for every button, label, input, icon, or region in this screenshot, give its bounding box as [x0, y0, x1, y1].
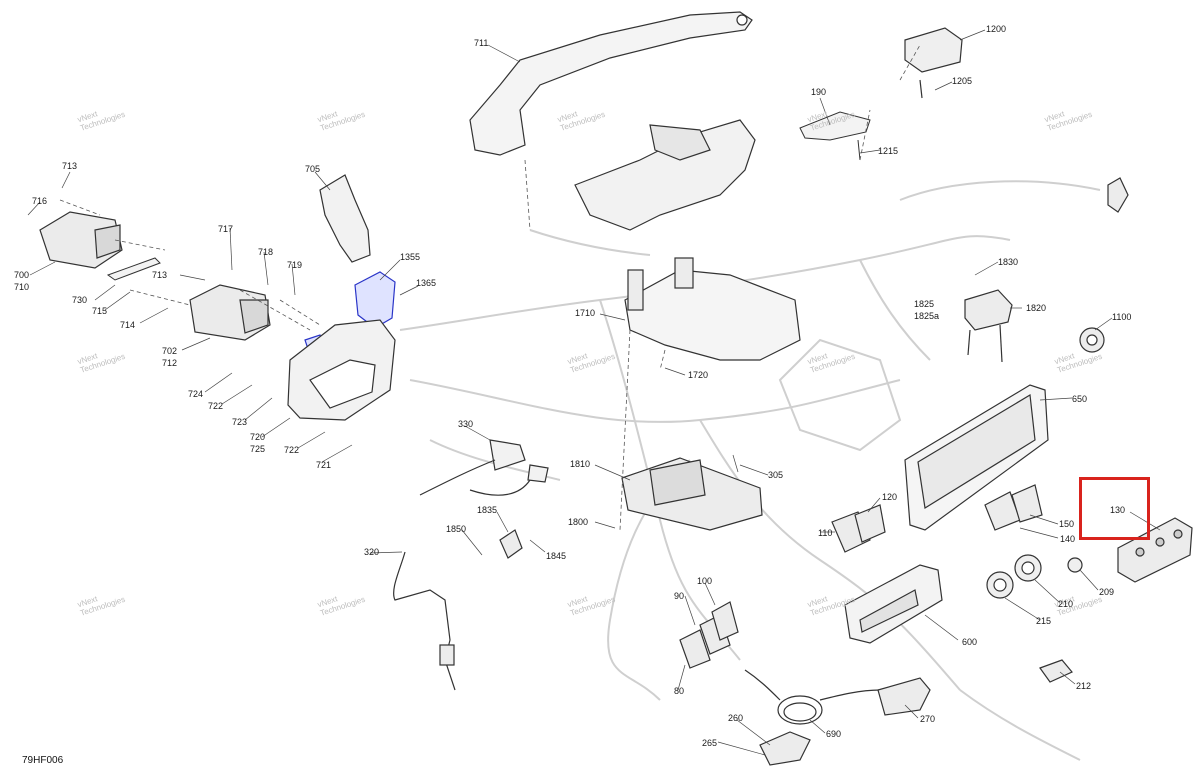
callout-700: 700 — [14, 270, 30, 280]
callout-110: 110 — [818, 528, 833, 538]
part-80-90-100-switches — [679, 601, 739, 669]
callout-713: 713 — [62, 161, 78, 171]
callout-711: 711 — [474, 38, 489, 48]
callout-720: 720 — [250, 432, 266, 442]
callout-650: 650 — [1072, 394, 1088, 404]
callout-1825a: 1825a — [914, 311, 940, 321]
callout-1355: 1355 — [400, 252, 421, 262]
callout-723: 723 — [232, 417, 248, 427]
callout-80: 80 — [674, 686, 685, 696]
part-600-gauge — [844, 564, 943, 644]
callout-265: 265 — [702, 738, 718, 748]
part-330-harness — [419, 439, 549, 496]
callout-1205: 1205 — [952, 76, 973, 86]
callout-722: 722 — [284, 445, 300, 455]
callout-330: 330 — [458, 419, 474, 429]
callout-702: 702 — [162, 346, 178, 356]
part-1710-plate — [624, 257, 801, 361]
callout-725: 725 — [250, 444, 266, 454]
part-1100-socket — [1079, 327, 1105, 353]
callout-150: 150 — [1059, 519, 1075, 529]
callout-714: 714 — [120, 320, 136, 330]
part-210-215-sockets — [986, 554, 1083, 599]
callout-722: 722 — [208, 401, 224, 411]
callout-710: 710 — [14, 282, 30, 292]
callout-90: 90 — [674, 591, 685, 601]
part-720-bracket — [287, 319, 396, 421]
part-270-switch — [877, 677, 931, 716]
part-320-harness — [393, 551, 456, 691]
callout-215: 215 — [1036, 616, 1052, 626]
callout-1825: 1825 — [914, 299, 935, 309]
callout-1800: 1800 — [568, 517, 589, 527]
part-260-switch — [759, 731, 811, 766]
assembly-lines — [59, 44, 921, 531]
callout-724: 724 — [188, 389, 204, 399]
callout-305: 305 — [768, 470, 784, 480]
part-130-switch-panel — [1117, 517, 1193, 583]
part-1200-relay — [904, 27, 963, 99]
callout-1710: 1710 — [575, 308, 596, 318]
part-650-display — [904, 384, 1049, 531]
highlight-box-130 — [1079, 477, 1150, 540]
callout-1200: 1200 — [986, 24, 1007, 34]
part-700-module — [39, 211, 123, 269]
callout-270: 270 — [920, 714, 936, 724]
callout-713: 713 — [152, 270, 168, 280]
callout-100: 100 — [697, 576, 713, 586]
callout-705: 705 — [305, 164, 321, 174]
part-705-bracket — [319, 174, 371, 263]
callout-140: 140 — [1060, 534, 1076, 544]
callout-717: 717 — [218, 224, 234, 234]
callout-120: 120 — [882, 492, 898, 502]
callout-320: 320 — [364, 547, 380, 557]
part-right-top-connector — [1107, 177, 1129, 213]
callout-718: 718 — [258, 247, 274, 257]
part-711-bracket — [469, 11, 753, 156]
callout-716: 716 — [32, 196, 48, 206]
callout-1365: 1365 — [416, 278, 437, 288]
callout-715: 715 — [92, 306, 108, 316]
callout-600: 600 — [962, 637, 978, 647]
callout-1850: 1850 — [446, 524, 467, 534]
part-1820-bracket — [964, 289, 1013, 363]
callout-721: 721 — [316, 460, 332, 470]
part-690-coil — [744, 669, 881, 725]
callout-210: 210 — [1058, 599, 1074, 609]
callout-730: 730 — [72, 295, 88, 305]
callout-690: 690 — [826, 729, 842, 739]
callout-1215: 1215 — [878, 146, 899, 156]
callout-1820: 1820 — [1026, 303, 1047, 313]
callout-1835: 1835 — [477, 505, 498, 515]
part-702-module — [189, 284, 271, 341]
callout-1720: 1720 — [688, 370, 709, 380]
part-1810-ecu — [621, 457, 763, 531]
callout-212: 212 — [1076, 681, 1092, 691]
part-140-150-switches — [984, 484, 1043, 531]
callout-1830: 1830 — [998, 257, 1019, 267]
part-1835-sensor — [499, 529, 523, 559]
callout-1810: 1810 — [570, 459, 591, 469]
part-730-strap — [106, 257, 161, 281]
callout-190: 190 — [811, 87, 827, 97]
leader-lines — [27, 29, 1161, 756]
part-212-connector — [1039, 659, 1073, 683]
callout-1845: 1845 — [546, 551, 567, 561]
callout-130: 130 — [1110, 505, 1126, 515]
part-mid-upper-assembly — [574, 119, 756, 231]
callout-719: 719 — [287, 260, 303, 270]
callout-1100: 1100 — [1112, 312, 1132, 322]
callout-260: 260 — [728, 713, 744, 723]
callout-712: 712 — [162, 358, 178, 368]
reference-code: 79HF006 — [22, 755, 64, 766]
part-110-120-switches — [831, 504, 886, 553]
callout-209: 209 — [1099, 587, 1115, 597]
